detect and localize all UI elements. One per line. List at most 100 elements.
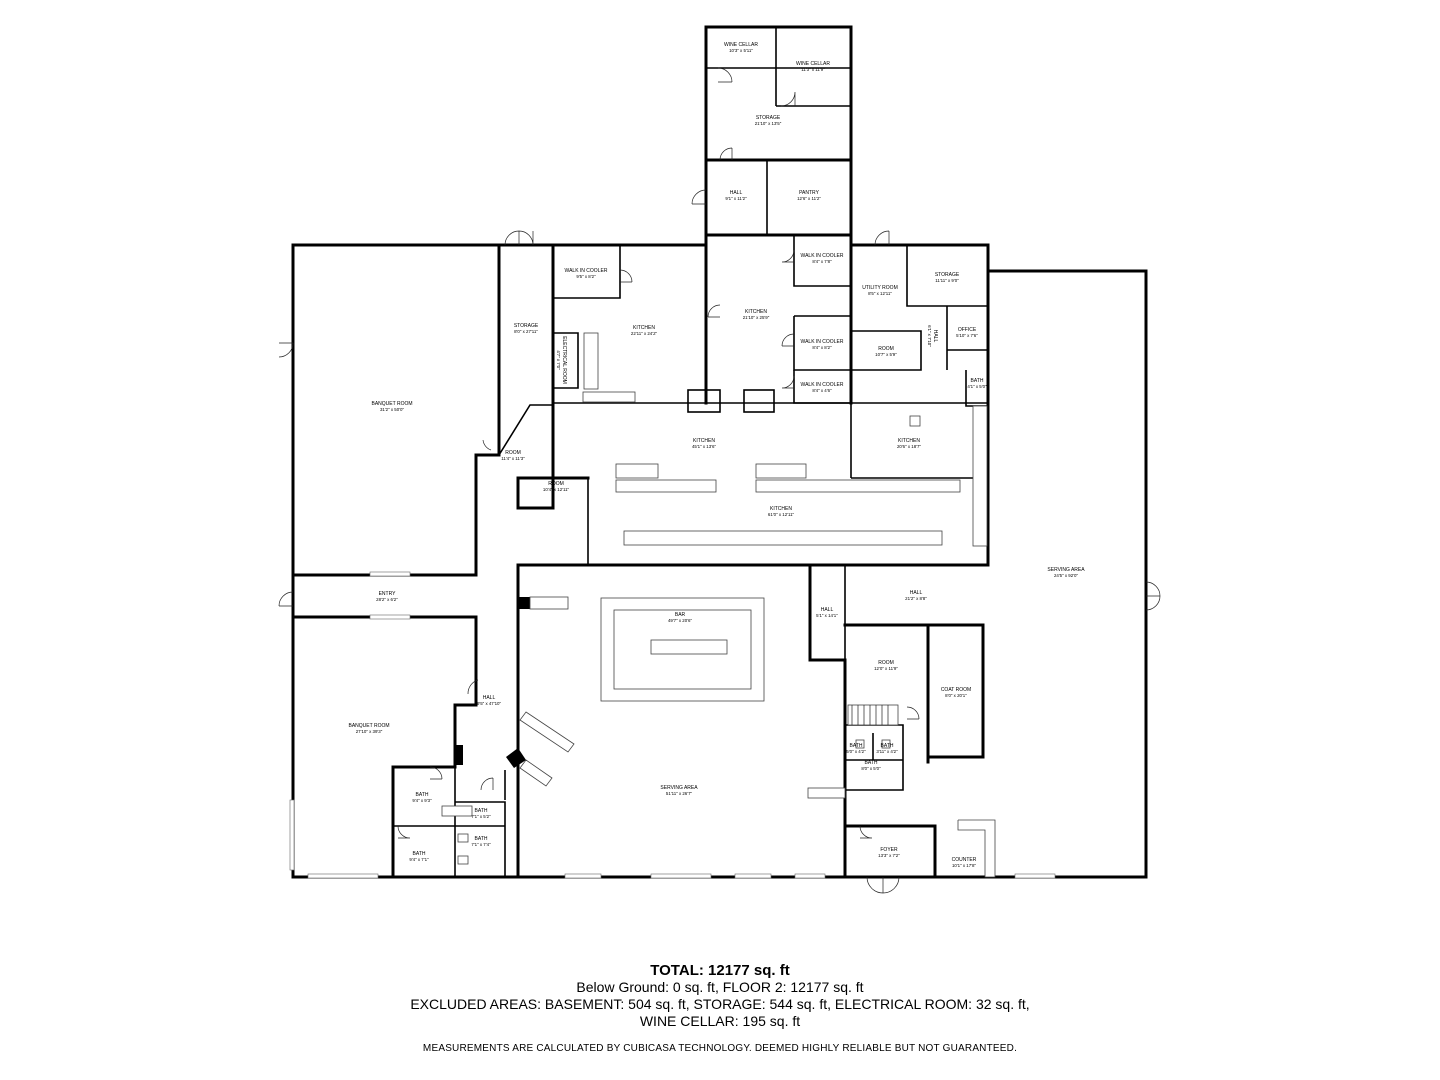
room-dimensions: 4'1" x 5'0" [967,384,987,389]
room-name: KITCHEN [898,438,920,444]
room-dimensions: 8'4" x 4'6" [812,388,832,393]
room-name: STORAGE [756,115,781,121]
room-name: BATH [475,808,488,814]
room-label-hall-right: HALL6'1" x 7'10" [927,325,938,347]
toilet [457,833,469,843]
fixtures [441,332,996,878]
room-dimensions: 5'10" x 7'6" [956,333,978,338]
room-name: BANQUET ROOM [348,723,389,729]
room-dimensions: 9'1" x 11'2" [725,196,747,201]
room-dimensions: 5'0" x 4'2" [846,749,866,754]
room-dimensions: 12'6" x 11'2" [797,196,821,201]
toilet [457,855,469,865]
room-dimensions: 21'2" x 8'8" [905,596,927,601]
room-name: ROOM [878,660,894,666]
prep-counter [583,332,599,390]
room-name: ENTRY [379,591,397,597]
room-name: SERVING AREA [1047,567,1085,573]
room-dimensions: 24'5" x 92'0" [1054,573,1079,578]
area-summary: TOTAL: 12177 sq. ft Below Ground: 0 sq. … [0,962,1440,1030]
toilet [881,739,891,749]
room-dimensions: 8'0" x 27'11" [514,329,538,334]
room-dimensions: 27'10" x 39'3" [356,729,383,734]
room-name: WINE CELLAR [724,42,758,48]
toilet [855,739,865,749]
room-dimensions: 8'0" x 5'0" [861,766,881,771]
kitchen-line [615,479,717,493]
room-name: BATH [971,378,984,384]
room-name: HALL [483,695,496,701]
bar-island [650,639,728,655]
room-dimensions: 10'4" x 12'11" [543,487,570,492]
room-name: BATH [850,743,863,749]
room-dimensions: 45'1" x 13'6" [692,444,717,449]
room-dimensions: 51'11" x 26'7" [666,791,693,796]
room-name: PANTRY [799,190,819,196]
room-name: BATH [881,743,894,749]
room-name: ROOM [548,481,564,487]
kitchen-line [623,530,943,546]
room-dimensions: 13'3" x 7'2" [878,853,900,858]
room-name: SERVING AREA [660,785,698,791]
room-dimensions: 9'5" x 47'10" [477,701,502,706]
room-name: KITCHEN [693,438,715,444]
room-dimensions: 7'1" x 5'2" [471,814,491,819]
room-dimensions: 22'11" x 24'2" [631,331,658,336]
room-dimensions: 10'3" x 5'11" [729,48,753,53]
room-name: STORAGE [514,323,539,329]
room-dimensions: 8'0" x 20'1" [945,693,967,698]
room-dimensions: 21'10" x 25'9" [743,315,770,320]
room-name: HALL [932,330,938,343]
room-dimensions: 31'2" x 50'0" [380,407,405,412]
room-dimensions: 20'6" x 18'7" [897,444,922,449]
room-name: BATH [416,792,429,798]
excluded-areas-cont: WINE CELLAR: 195 sq. ft [639,1013,801,1029]
room-dimensions: 11'3" x 11'9" [801,67,825,72]
room-name: UTILITY ROOM [862,285,897,291]
room-label-electrical: ELECTRICAL ROOM4'7" x 7'0" [556,336,567,384]
room-dimensions: 4'7" x 7'0" [556,350,561,370]
room-dimensions: 28'2" x 6'2" [376,597,398,602]
windows [289,571,1056,879]
room-name: COAT ROOM [941,687,971,693]
room-name: BAR [675,612,686,618]
room-name: ROOM [878,346,894,352]
room-dimensions: 9'4" x 9'3" [412,798,432,803]
room-name: STORAGE [935,272,960,278]
room-dimensions: 9'4" x 7'1" [409,857,429,862]
room-dimensions: 8'5" x 12'11" [868,291,892,296]
room-dimensions: 61'0" x 12'11" [768,512,795,517]
room-dimensions: 11'11" x 9'0" [935,278,959,283]
room-dimensions: 8'4" x 8'2" [812,345,832,350]
room-name: COUNTER [952,857,977,863]
room-dimensions: 21'10" x 13'5" [755,121,782,126]
